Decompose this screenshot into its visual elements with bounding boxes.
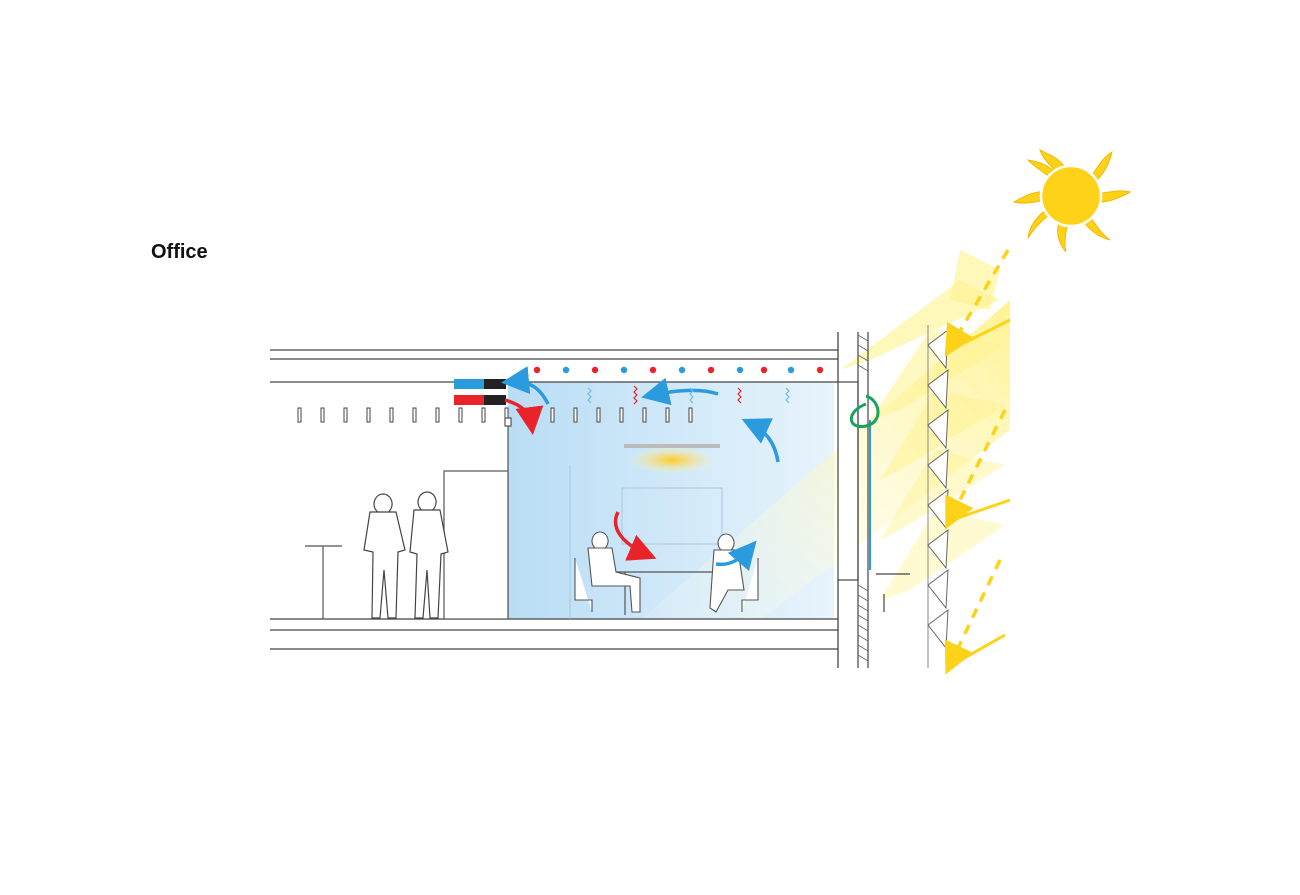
- bar-table: [305, 545, 342, 619]
- air-flow-arrow-icon: [501, 366, 780, 572]
- facade-window: [837, 332, 910, 668]
- building-slabs: [270, 332, 839, 668]
- ceiling-light-icon: [624, 444, 720, 474]
- diagram-title: Office: [151, 241, 208, 263]
- air-supply-ducts: [454, 379, 506, 405]
- interior-partition: [443, 417, 512, 620]
- shading-louvres: [927, 325, 949, 668]
- wall-panel: [621, 487, 723, 545]
- people-silhouette-icon: [363, 491, 449, 619]
- facade-insulation: [857, 334, 869, 662]
- radiant-ceiling-pipes: [533, 366, 824, 374]
- ventilation-arrow-icon: [849, 394, 880, 429]
- sun-icon: [1012, 148, 1132, 253]
- radiant-heat-icon: [587, 385, 790, 405]
- sun-ray-arrows: [944, 249, 1011, 675]
